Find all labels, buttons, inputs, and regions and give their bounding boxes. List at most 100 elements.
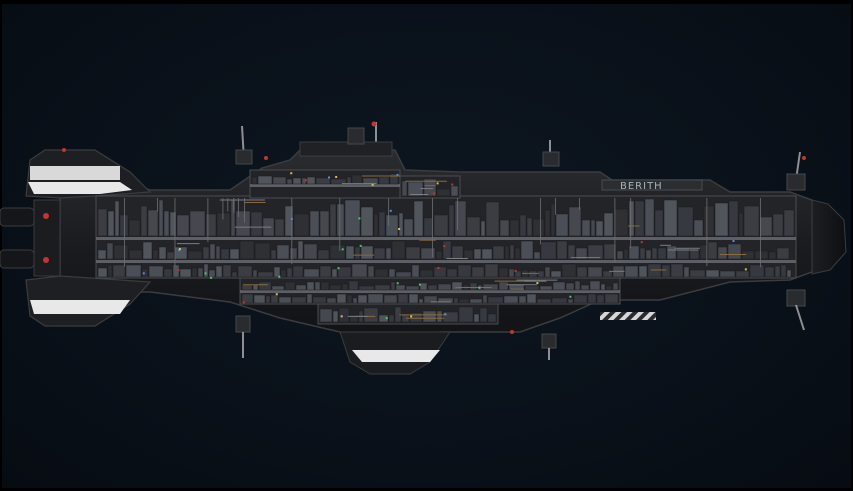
machinery-block [419, 269, 434, 278]
machinery-block [403, 218, 414, 237]
machinery-block [427, 284, 438, 291]
deck-floor [250, 184, 400, 187]
machinery-block [319, 308, 333, 323]
machinery-block [451, 281, 463, 291]
machinery-block [590, 219, 596, 237]
machinery-block [125, 264, 142, 278]
status-light [340, 315, 343, 318]
machinery-block [336, 203, 345, 237]
status-light [359, 244, 362, 247]
hull-ship-name: BERITH [620, 181, 663, 192]
status-light [451, 183, 454, 186]
status-light [536, 282, 539, 285]
machinery-block [469, 282, 478, 291]
machinery-block [239, 240, 255, 260]
machinery-block [315, 177, 331, 185]
machinery-block [346, 176, 352, 185]
indicator-lights [142, 172, 747, 320]
machinery-block [780, 264, 787, 278]
machinery-block [329, 284, 342, 291]
machinery-block [141, 268, 149, 278]
machinery-block [743, 205, 760, 237]
machinery-block [436, 188, 451, 197]
machinery-block [397, 293, 409, 304]
machinery-block [152, 249, 159, 260]
machinery-block [423, 217, 434, 237]
lower-masts [235, 289, 806, 360]
status-light [337, 267, 340, 270]
machinery-block [437, 283, 452, 291]
machinery-block [717, 246, 728, 260]
machinery-block [251, 176, 258, 185]
machinery-block [142, 241, 153, 260]
machinery-block [457, 264, 472, 278]
machinery-block [297, 240, 304, 260]
aft-stripe-upper [28, 182, 132, 194]
machinery-block [203, 263, 209, 278]
machinery-block [306, 176, 316, 185]
machinery-block [613, 208, 629, 237]
status-light [478, 286, 481, 289]
machinery-block [487, 313, 497, 323]
machinery-block [423, 295, 438, 304]
machinery-block [764, 266, 775, 278]
machinery-block [319, 265, 332, 278]
status-light [178, 249, 181, 252]
status-light [385, 317, 388, 320]
machinery-block [575, 247, 588, 260]
machinery-block [330, 178, 347, 185]
machinery-block [603, 212, 614, 237]
machinery-block [498, 267, 509, 278]
machinery-block [524, 285, 540, 291]
machinery-block [107, 210, 115, 237]
status-light [444, 313, 447, 316]
machinery-block [401, 180, 408, 197]
machinery-block [442, 240, 452, 260]
machinery-block [454, 200, 467, 237]
machinery-block [645, 249, 652, 260]
machinery-block [699, 244, 708, 260]
machinery-block [683, 266, 690, 278]
machinery-block [705, 269, 720, 278]
machinery-block [532, 218, 545, 237]
machinery-block [235, 210, 251, 237]
machinery-block [254, 242, 271, 260]
machinery-block [670, 263, 684, 278]
status-light [418, 283, 421, 286]
machinery-block [216, 212, 231, 237]
machinery-block [463, 249, 474, 260]
machinery-block [589, 280, 601, 291]
machinery-block [286, 178, 293, 185]
status-light [514, 269, 517, 272]
machinery-block [776, 247, 790, 260]
status-light [341, 248, 344, 251]
machinery-block [567, 298, 574, 304]
machinery-block [612, 282, 619, 291]
machinery-block [312, 296, 327, 304]
machinery-block [176, 214, 190, 237]
machinery-block [237, 265, 253, 278]
machinery-block [351, 174, 363, 185]
machinery-block [252, 284, 259, 291]
status-light [389, 209, 392, 212]
machinery-block [332, 310, 339, 323]
machinery-block [276, 244, 290, 260]
machinery-block [338, 307, 350, 323]
machinery-block [727, 243, 742, 260]
machinery-block [292, 177, 302, 185]
machinery-block [768, 251, 777, 260]
machinery-block [202, 246, 210, 260]
status-light [275, 293, 278, 296]
machinery-block [774, 265, 781, 278]
machinery-block [241, 293, 254, 304]
machinery-block [205, 213, 217, 237]
machinery-block [754, 250, 769, 260]
machinery-block [520, 240, 534, 260]
machinery-block [398, 212, 404, 237]
machinery-block [663, 199, 678, 237]
machinery-block [453, 297, 459, 304]
machinery-block [229, 248, 240, 260]
machinery-block [303, 268, 320, 278]
